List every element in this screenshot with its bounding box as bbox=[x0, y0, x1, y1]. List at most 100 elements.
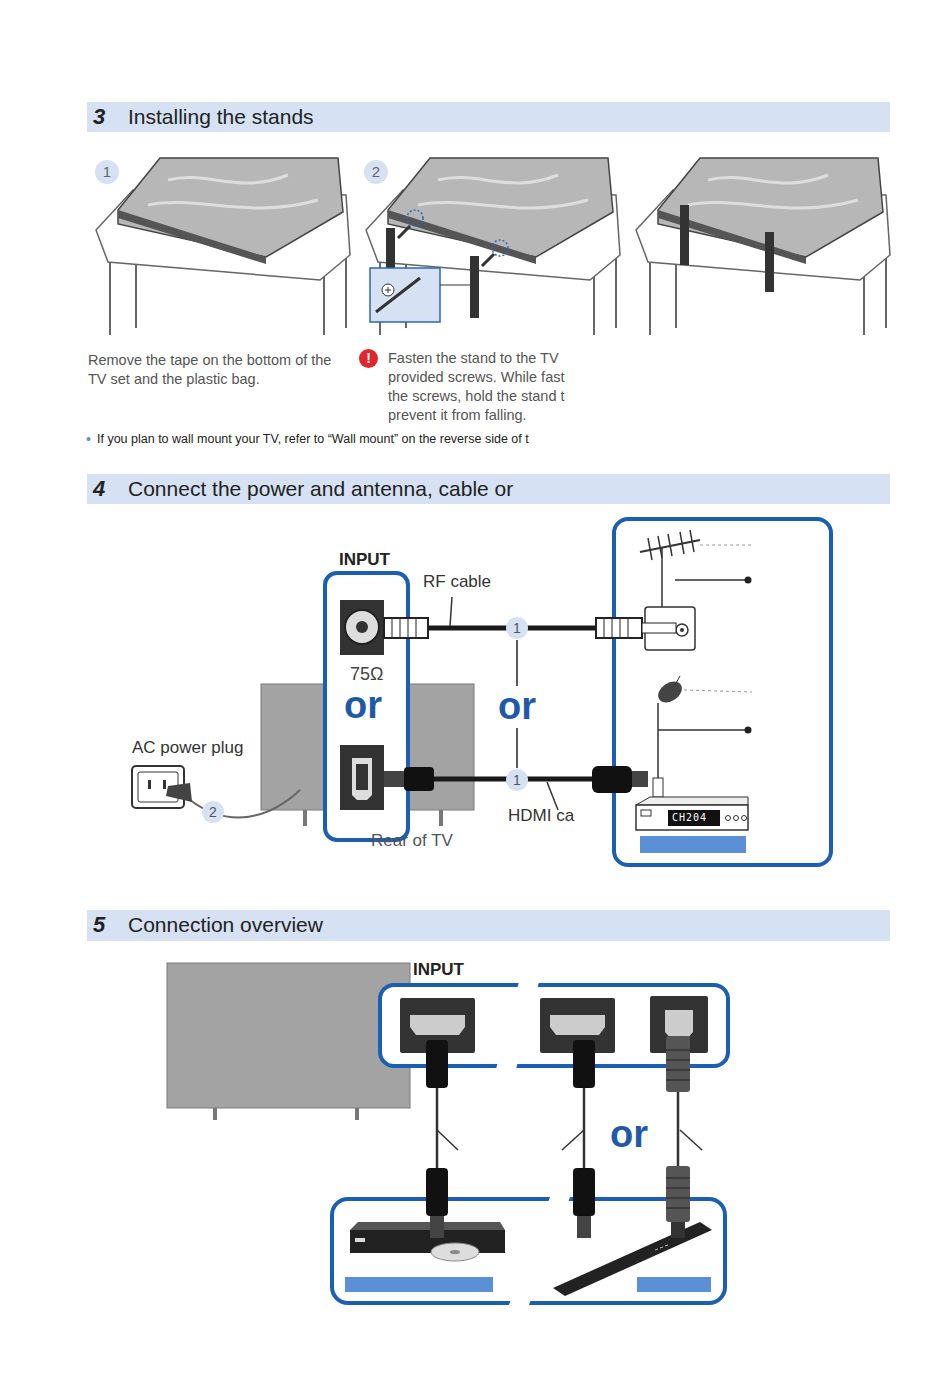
wall-outlet bbox=[163, 780, 166, 789]
part-name: AC power plug bbox=[132, 738, 244, 758]
input-ports bbox=[550, 1015, 605, 1035]
box-gap bbox=[495, 978, 540, 1073]
section-band: 3Installing the stands bbox=[87, 102, 890, 132]
tv-on-table bbox=[118, 210, 266, 264]
step-note: Fasten the stand to the TV provided scre… bbox=[388, 349, 584, 425]
tv-on-table bbox=[109, 262, 111, 335]
cable-plugs bbox=[437, 1130, 458, 1150]
section-title: Installing the stands bbox=[128, 102, 314, 132]
input-ports bbox=[352, 758, 372, 800]
tv-on-table bbox=[96, 158, 350, 335]
tv-on-table bbox=[135, 265, 137, 328]
tv-rear bbox=[439, 810, 443, 826]
input-ports bbox=[650, 996, 708, 1053]
panel-text: INPUT bbox=[413, 960, 464, 980]
input-ports bbox=[356, 764, 368, 790]
input-ports bbox=[400, 998, 475, 1053]
tv-on-table bbox=[649, 262, 651, 335]
stand-parts bbox=[385, 287, 391, 293]
device-box bbox=[345, 1277, 493, 1292]
cable-plugs bbox=[583, 1088, 586, 1168]
stand-parts bbox=[398, 226, 494, 266]
signal-sources bbox=[680, 628, 684, 632]
signal-sources bbox=[657, 703, 659, 780]
panel-text: or bbox=[344, 685, 382, 725]
callout-number: 2 bbox=[202, 801, 224, 823]
stand-parts bbox=[680, 205, 689, 265]
tv-rear bbox=[380, 985, 728, 1066]
callout-number: 1 bbox=[506, 617, 528, 639]
section-band: 5Connection overview bbox=[87, 910, 890, 941]
cable-plugs bbox=[596, 618, 642, 638]
input-ports bbox=[410, 1015, 465, 1035]
input-panel: INPUT bbox=[378, 983, 730, 1068]
device-box bbox=[637, 1277, 711, 1292]
tv-on-table bbox=[593, 277, 595, 335]
tv-rear bbox=[325, 573, 408, 840]
tv-on-table bbox=[148, 175, 318, 208]
tv-on-table bbox=[688, 175, 858, 208]
cable-plugs bbox=[573, 1168, 595, 1216]
step-circle: 1 bbox=[95, 160, 119, 184]
tv-rear bbox=[355, 1108, 359, 1120]
panel-text: CH204 bbox=[672, 811, 707, 825]
cable-plugs bbox=[436, 1088, 439, 1168]
signal-sources bbox=[658, 729, 748, 731]
cable-plugs bbox=[577, 1216, 591, 1238]
device-box bbox=[655, 1245, 668, 1250]
stand-parts bbox=[376, 278, 420, 312]
signal-sources bbox=[684, 690, 752, 692]
signal-sources bbox=[745, 727, 752, 734]
note-text: If you plan to wall mount your TV, refer… bbox=[97, 431, 529, 448]
cable-plugs bbox=[166, 783, 192, 802]
device-box bbox=[450, 1250, 460, 1254]
stand-parts bbox=[492, 240, 508, 256]
step-note: Remove the tape on the bottom of the TV … bbox=[88, 351, 340, 389]
section-number: 4 bbox=[93, 474, 105, 504]
tv-rear bbox=[261, 573, 474, 840]
section-title: Connect the power and antenna, cable or bbox=[128, 474, 513, 504]
or-text: or bbox=[610, 1114, 648, 1154]
tv-rear bbox=[303, 810, 307, 826]
cable-plugs bbox=[666, 1036, 690, 1092]
tv-on-table bbox=[323, 277, 325, 335]
cable-plugs bbox=[562, 1130, 584, 1150]
tv-on-table bbox=[885, 258, 887, 328]
cable-plugs bbox=[677, 1092, 680, 1166]
part-name: Rear of TV bbox=[371, 831, 453, 851]
cable-plugs bbox=[384, 618, 428, 638]
box-gap bbox=[507, 1192, 572, 1310]
device-box bbox=[350, 1222, 505, 1230]
signal-sources bbox=[641, 810, 651, 816]
cable-plugs bbox=[666, 1166, 690, 1222]
box-gap bbox=[495, 978, 572, 1310]
wall-outlet bbox=[148, 780, 151, 789]
signal-sources bbox=[636, 805, 748, 830]
input-ports bbox=[340, 745, 384, 810]
signal-sources bbox=[676, 624, 688, 636]
wall-outlet bbox=[138, 772, 178, 802]
tv-on-table bbox=[388, 158, 613, 257]
stand-parts bbox=[370, 268, 440, 322]
signal-sources bbox=[675, 676, 680, 685]
leader-line bbox=[450, 597, 452, 626]
signal-sources bbox=[668, 810, 720, 826]
signal-sources bbox=[636, 797, 748, 805]
signal-sources bbox=[661, 548, 663, 607]
section-band: 4 Connect the power and antenna, cable or bbox=[87, 474, 890, 504]
cable-plugs bbox=[680, 1130, 702, 1150]
signal-sources bbox=[726, 816, 731, 821]
tv-on-table bbox=[345, 258, 347, 328]
stand-parts bbox=[470, 256, 479, 318]
cable-plugs bbox=[426, 1040, 448, 1088]
cable-plugs bbox=[166, 618, 676, 802]
step-number: 2 bbox=[364, 160, 388, 184]
signal-sources bbox=[742, 816, 747, 821]
tv-on-table bbox=[675, 265, 677, 328]
signal-sources bbox=[640, 836, 746, 853]
wall-outlet bbox=[132, 766, 184, 808]
cable-plugs bbox=[430, 1216, 444, 1238]
signal-sources bbox=[745, 577, 752, 584]
